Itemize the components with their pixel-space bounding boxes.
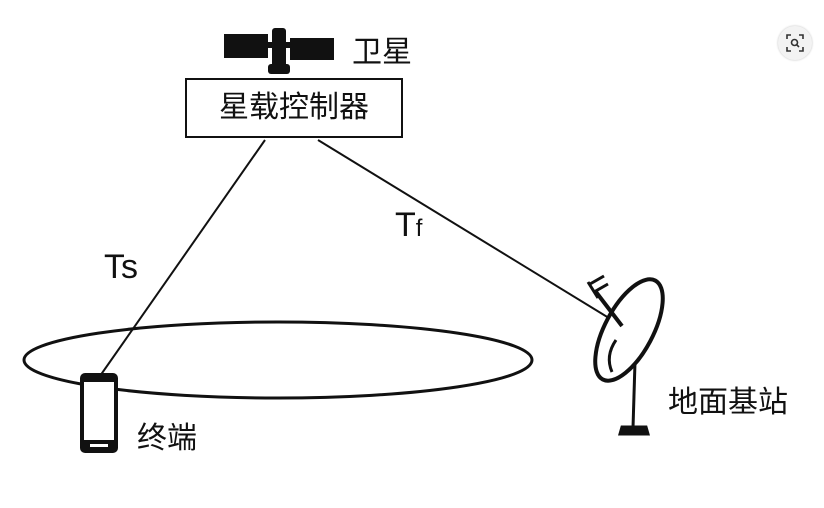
zoom-icon bbox=[786, 34, 804, 52]
link-tf bbox=[317, 139, 623, 327]
satellite-dish-icon bbox=[586, 274, 665, 436]
satellite-icon bbox=[224, 28, 334, 74]
tf-label: Tf bbox=[395, 208, 422, 242]
zoom-button[interactable] bbox=[778, 26, 812, 60]
onboard-controller-box: 星载控制器 bbox=[185, 78, 403, 138]
tf-sub: f bbox=[415, 215, 423, 242]
onboard-controller-label: 星载控制器 bbox=[219, 90, 369, 125]
terminal-label: 终端 bbox=[137, 421, 197, 456]
tf-main: T bbox=[395, 206, 416, 244]
satellite-label: 卫星 bbox=[352, 35, 412, 70]
coverage-area bbox=[22, 320, 534, 400]
ground-station-label: 地面基站 bbox=[668, 385, 788, 420]
ts-label: Ts bbox=[104, 248, 138, 286]
phone-icon bbox=[80, 373, 118, 453]
link-ts bbox=[99, 139, 266, 377]
